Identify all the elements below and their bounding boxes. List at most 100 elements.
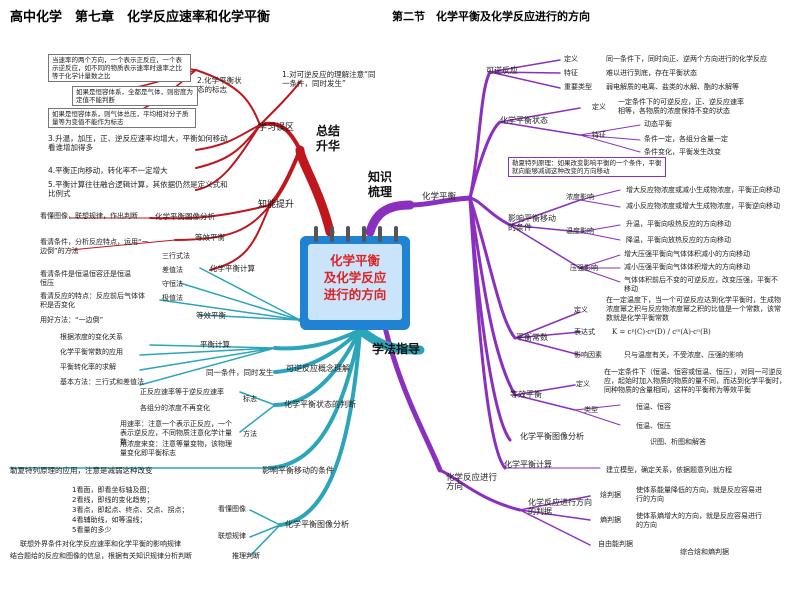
method-graph-see: 看懂图像 xyxy=(218,505,246,513)
judge-method-note: 用浓度来变：注意等量变物，该物理量变化即平衡标志 xyxy=(120,440,232,457)
k-equiv-type: 类型 xyxy=(584,406,598,414)
method-calc-note: 基本方法：三行式和差值法 xyxy=(60,378,144,386)
binder-ring-icon xyxy=(394,226,398,242)
center-line: 进行的方向 xyxy=(323,287,387,302)
k-temp: 温度影响 xyxy=(566,227,594,235)
method-calc-note: 化学平衡常数的应用 xyxy=(60,348,123,356)
judge-method-note: 用速率：注意一个表示正反应，一个表示逆反应，不同物质注意化学计量数 xyxy=(120,420,232,446)
ability-equiv: 等效平衡 xyxy=(195,233,225,242)
branch-knowledge-line: 知识 xyxy=(368,170,393,184)
branch-knowledge-line: 梳理 xyxy=(368,185,393,199)
k-factors: 影响平衡移动的条件 xyxy=(508,214,556,232)
k-free-text: 综合焓和熵判据 xyxy=(680,548,729,556)
k-press: 压强影响 xyxy=(570,264,598,272)
k-conc-item: 增大反应物浓度或减小生成物浓度，平衡正向移动 xyxy=(626,186,780,194)
branch-knowledge: 知识 梳理 xyxy=(368,170,392,200)
k-lechatelier-box: 勒夏特列原理：如果改变影响平衡的一个条件，平衡就向能够减弱这种改变的方向移动 xyxy=(508,157,666,177)
k-dir-judge: 化学反应进行方向的判据 xyxy=(528,498,592,516)
binder-ring-icon xyxy=(330,226,334,242)
k-temp-item: 升温，平衡向吸热反应的方向移动 xyxy=(626,220,731,228)
method-graph-link-note: 联想外界条件对化学反应速率和化学平衡的影响规律 xyxy=(20,540,181,548)
method-judge-method: 方法 xyxy=(243,430,257,438)
k-conc: 浓度影响 xyxy=(566,193,594,201)
review-item1: 1.对可逆反应的理解注意“同一条件，同时发生” xyxy=(282,70,376,88)
k-k-def: 定义 xyxy=(574,306,588,314)
k-rev-def-text: 同一条件下，同时向正、逆两个方向进行的化学反应 xyxy=(606,55,767,63)
calc-method: 守恒法 xyxy=(162,280,183,288)
binder-ring-icon xyxy=(362,226,366,242)
k-equiv-def: 定义 xyxy=(576,380,590,388)
review-node: 学习误区 xyxy=(258,123,295,133)
graph-step: 3看点，即起点、终点、交点、拐点； xyxy=(72,506,189,514)
review-item2: 2.化学平衡状态的标志 xyxy=(197,76,242,94)
method-calc: 平衡计算 xyxy=(200,340,230,349)
k-k-expr: 表达式 xyxy=(574,328,595,336)
method-judge-sign: 标志 xyxy=(243,395,257,403)
method-branches xyxy=(9,267,425,557)
k-enthalpy: 焓判据 xyxy=(600,491,621,499)
page-title: 高中化学 第七章 化学反应速率和化学平衡 xyxy=(10,10,271,25)
binder-ring-icon xyxy=(378,226,382,242)
center-line: 化学平衡 xyxy=(329,253,380,268)
ability-equiv-note: 看清条件，分析反应特点，运用“一边倒”的方法 xyxy=(40,238,149,255)
calc-method: 三行式法 xyxy=(162,252,190,260)
k-state-feat-item: 动态平衡 xyxy=(644,120,672,128)
graph-step: 2看线，即线的变化趋势； xyxy=(72,496,154,504)
judge-sign-note: 各组分的浓度不再变化 xyxy=(140,404,210,412)
branch-method: 学法指导 xyxy=(372,342,421,356)
k-equiv: 等效平衡 xyxy=(510,390,542,399)
k-temp-item: 降温，平衡向放热反应的方向移动 xyxy=(626,236,731,244)
k-state-feat-item: 条件一定，各组分含量一定 xyxy=(644,135,728,143)
card-panel xyxy=(308,244,402,320)
k-state: 化学平衡状态 xyxy=(500,116,548,125)
review-item4: 4.平衡正向移动，转化率不一定增大 xyxy=(48,166,168,175)
k-press-item: 气体体积前后不变的可逆反应，改变压强，平衡不移动 xyxy=(624,276,778,293)
k-rev-type-text: 弱电解质的电离、盐类的水解、酯的水解等 xyxy=(606,83,739,91)
method-reversible-note: 同一条件，同时发生 xyxy=(206,368,274,377)
method-shift: 影响平衡移动的条件 xyxy=(262,466,334,475)
k-equiv-def-text: 在一定条件下（恒温、恒容或恒温、恒压），对同一可逆反应，起始时加入物质的物质的量… xyxy=(604,368,786,394)
page-subtitle: 第二节 化学平衡及化学反应进行的方向 xyxy=(392,10,590,23)
k-conc-item: 减小反应物浓度或增大生成物浓度，平衡逆向移动 xyxy=(626,202,780,210)
calc-method: 差值法 xyxy=(162,266,183,274)
branch-summary: 总结 升华 xyxy=(316,124,340,154)
k-constant: 平衡常数 xyxy=(516,333,548,342)
method-graph-link: 联想规律 xyxy=(218,532,246,540)
review-item2-box-b: 如果是恒容体系，则气体总压，平均相对分子质量等为变值不能作为标志 xyxy=(48,108,196,128)
knowledge-equilibrium: 化学平衡 xyxy=(422,192,457,202)
branch-summary-line: 总结 xyxy=(316,124,341,138)
ability-calc: 化学平衡计算 xyxy=(210,264,255,273)
method-judge: 化学平衡状态的判断 xyxy=(284,400,356,409)
center-line: 及化学反应 xyxy=(323,270,387,285)
method-equiv-note: 用好方法：“一边倒” xyxy=(40,316,104,324)
k-enthalpy-text: 使体系能量降低的方向，就是反应容易进行的方向 xyxy=(636,486,762,503)
k-entropy-text: 使体系熵增大的方向，就是反应容易进行的方向 xyxy=(636,512,762,529)
k-equiv-type-item: 恒温、恒压 xyxy=(636,422,671,430)
ability-graph-note: 看懂图像，联想规律，作出判断 xyxy=(40,212,138,220)
method-graph: 化学平衡图像分析 xyxy=(285,520,349,529)
method-calc-note: 根据浓度的变化关系 xyxy=(60,333,123,341)
k-direction: 化学反应进行方向 xyxy=(446,473,498,492)
k-equiv-type-item: 恒温、恒容 xyxy=(636,403,671,411)
k-state-feat-item: 条件变化，平衡发生改变 xyxy=(644,148,721,156)
k-state-def: 定义 xyxy=(592,103,606,111)
branch-summary-line: 升华 xyxy=(316,139,341,153)
graph-step: 1看面，即看坐标轴及图； xyxy=(72,486,154,494)
review-item3: 3.升温，加压，正、逆反应速率均增大，平衡如何移动看谁增加得多 xyxy=(48,134,228,152)
k-press-item: 增大压强平衡向气体体积减小的方向移动 xyxy=(624,250,750,258)
review-item5: 5.平衡计算往往融合逻辑计算，其依据仍然是定义式和比例式 xyxy=(48,180,228,198)
graph-step: 5看量的多少 xyxy=(72,526,112,534)
method-graph-judge-note: 结合题给的反应和图像的信息，根据有关知识规律分析判断 xyxy=(10,552,192,560)
method-equiv: 等效平衡 xyxy=(196,311,226,320)
ability-node: 知能提升 xyxy=(258,200,295,210)
k-formula: K = cᵖ(C)·cᵠ(D) / cᵐ(A)·cⁿ(B) xyxy=(612,328,711,336)
center-topic-text: 化学平衡 及化学反应 进行的方向 xyxy=(308,252,402,303)
method-reversible: 可逆反应概念理解 xyxy=(286,364,350,373)
k-rev-feat-text: 难以进行到底，存在平衡状态 xyxy=(606,69,697,77)
k-k-factor-text: 只与温度有关，不受浓度、压强的影响 xyxy=(624,351,743,359)
k-rev-def: 定义 xyxy=(564,55,578,63)
k-free: 自由能判据 xyxy=(598,540,633,548)
review-item2-box-a: 如果是恒容体系，全都是气体，则密度为定值不能判断 xyxy=(72,86,198,106)
k-k-factor: 影响因素 xyxy=(574,351,602,359)
method-graph-judge: 推理判断 xyxy=(232,552,260,560)
